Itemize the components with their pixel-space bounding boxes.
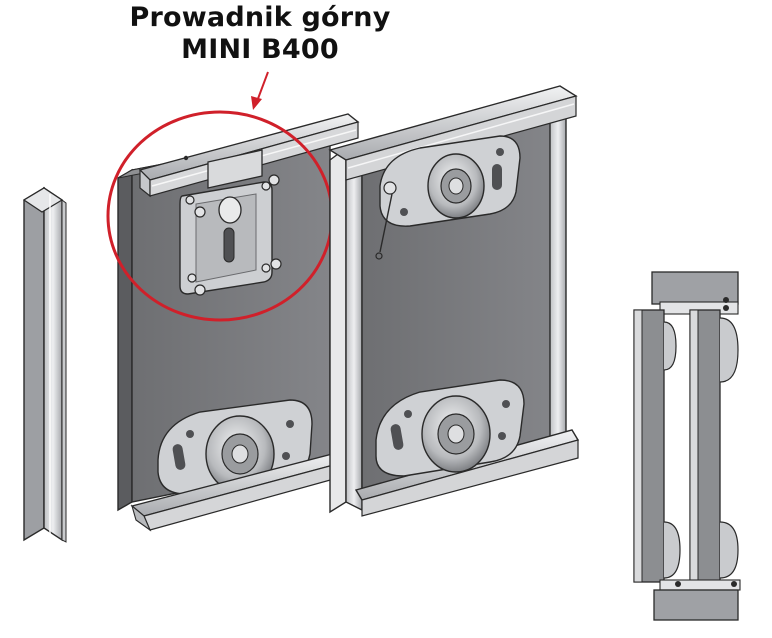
u-profile-icon: [22, 186, 67, 543]
upper-guide-icon: [138, 113, 360, 296]
callout-title-line-2: MINI B400: [181, 34, 339, 65]
callout-title-line-1: Prowadnik górny: [129, 2, 391, 33]
cross-section-icon: [633, 271, 741, 621]
roller-icon: [375, 379, 525, 477]
roller-icon: [375, 135, 521, 260]
